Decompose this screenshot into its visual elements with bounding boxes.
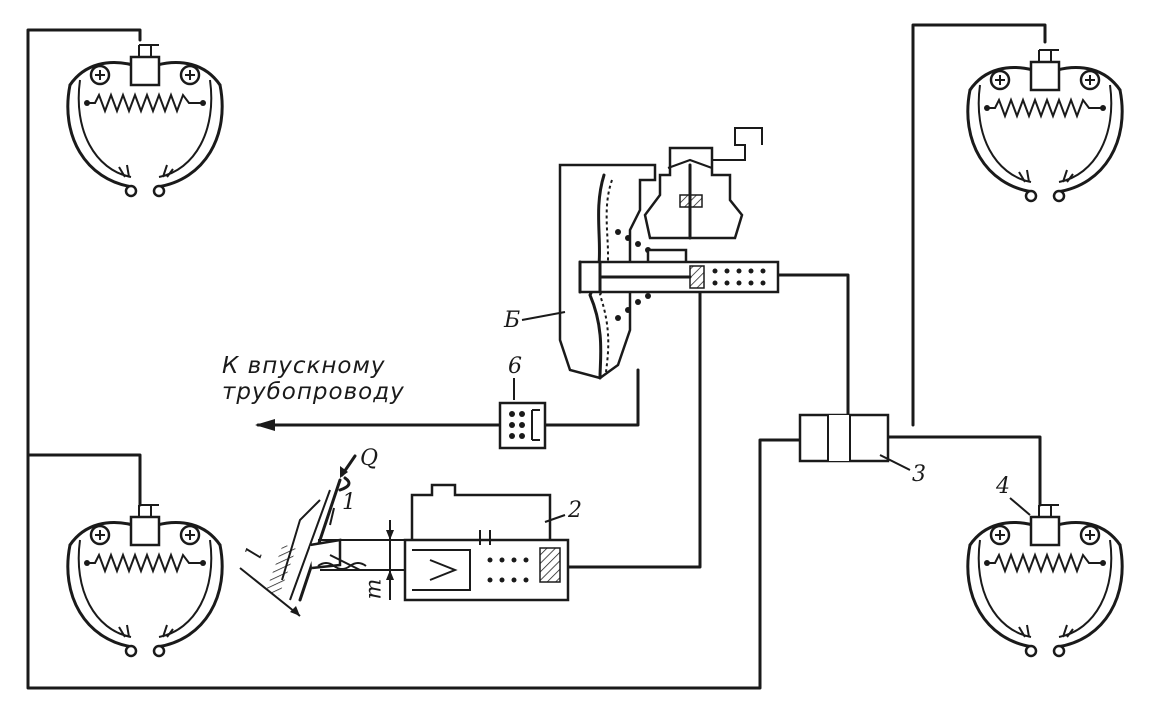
tee-fitting <box>798 413 890 463</box>
brake-line-left <box>26 28 802 690</box>
label-5: Б <box>504 308 521 333</box>
dimension-l <box>239 567 301 617</box>
label-6: 6 <box>508 354 522 379</box>
label-2: 2 <box>568 498 582 523</box>
label-q: Q <box>360 446 379 471</box>
brake-line-booster-to-tee <box>776 273 850 427</box>
leader-5 <box>521 311 566 321</box>
vacuum-line <box>543 368 640 427</box>
vacuum-booster <box>558 127 780 380</box>
label-4: 4 <box>996 474 1010 499</box>
intake-caption: К впускному трубопроводу <box>222 353 405 406</box>
brake-line-right-front <box>911 23 1047 427</box>
check-valve <box>498 401 547 450</box>
intake-arrow <box>255 419 502 431</box>
intake-caption-line1: К впускному <box>222 353 386 379</box>
intake-caption-line2: трубопроводу <box>222 379 405 406</box>
brake-line-right-rear <box>886 435 1042 507</box>
wheel-brake-front-left <box>66 43 224 198</box>
dimension-m <box>386 520 394 600</box>
label-m: m <box>361 578 387 600</box>
leader-2 <box>544 514 566 523</box>
wheel-brake-rear-left <box>66 503 224 658</box>
label-1: 1 <box>342 490 356 515</box>
wheel-brake-front-right <box>966 48 1124 203</box>
label-3: 3 <box>912 462 926 487</box>
brake-line-master-to-booster <box>566 288 702 569</box>
leader-4 <box>1009 497 1031 516</box>
wheel-brake-rear-right <box>966 503 1124 658</box>
brake-pedal <box>265 454 405 602</box>
leader-3 <box>879 454 911 471</box>
master-cylinder <box>403 483 570 602</box>
leader-1 <box>329 507 335 526</box>
